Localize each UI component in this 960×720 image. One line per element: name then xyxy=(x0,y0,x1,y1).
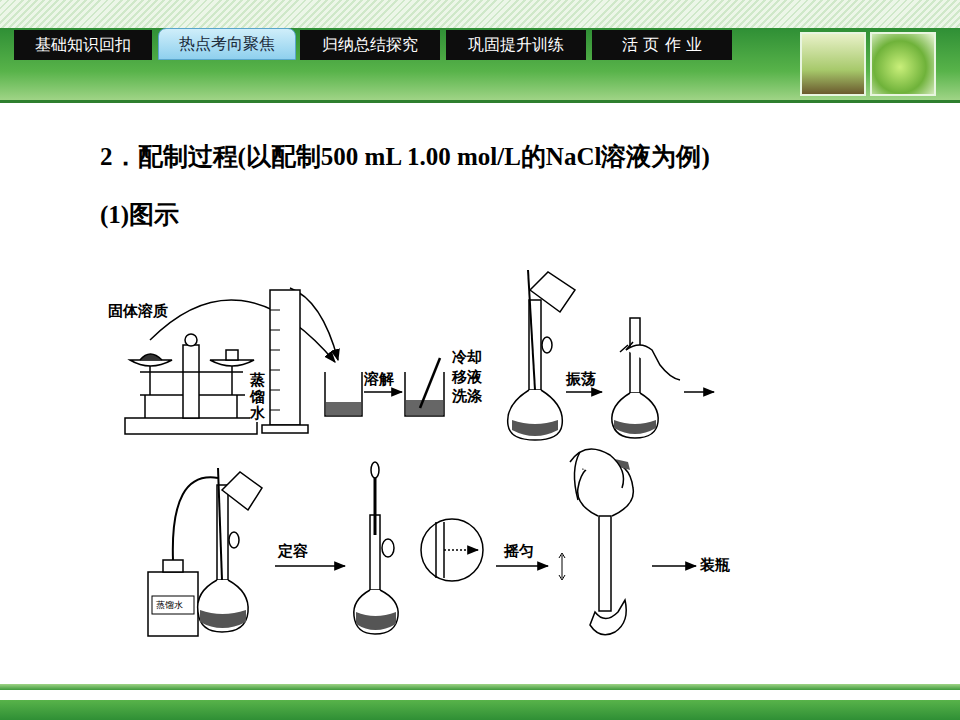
nav-tab: 基础知识回扣 xyxy=(14,30,152,60)
tab-label: 巩固提升训练 xyxy=(468,35,564,56)
thumb-leaf xyxy=(870,32,936,96)
nav-tab: 热点考向聚焦 xyxy=(158,28,296,60)
step-label: 振荡 xyxy=(566,370,596,389)
tab-label: 热点考向聚焦 xyxy=(179,34,275,55)
step-label: 摇匀 xyxy=(504,542,534,561)
footer-line xyxy=(0,684,960,690)
tab-label: 基础知识回扣 xyxy=(35,35,131,56)
thumb-sprout xyxy=(800,32,866,96)
header-line xyxy=(0,100,960,103)
tab-label: 活 页 作 业 xyxy=(622,35,701,56)
tab-label: 归纳总结探究 xyxy=(322,35,418,56)
step-label: 固体溶质 xyxy=(108,302,168,321)
step-label: 装瓶 xyxy=(700,556,730,575)
nav-tab: 归纳总结探究 xyxy=(300,30,440,60)
slide-heading: 2．配制过程(以配制500 mL 1.00 mol/L的NaCl溶液为例) xyxy=(100,140,710,173)
step-label: 溶解 xyxy=(364,370,394,389)
step-label: 定容 xyxy=(278,542,308,561)
footer-band xyxy=(0,700,960,720)
hatched-strip xyxy=(0,0,960,28)
step-label: 冷却 移液 洗涤 xyxy=(452,348,487,407)
vertical-label: 蒸馏水 xyxy=(250,372,265,422)
subheading: (1)图示 xyxy=(100,198,179,231)
nav-tab: 活 页 作 业 xyxy=(592,30,732,60)
bottle-label: 蒸馏水 xyxy=(155,598,184,613)
nav-tab: 巩固提升训练 xyxy=(446,30,586,60)
